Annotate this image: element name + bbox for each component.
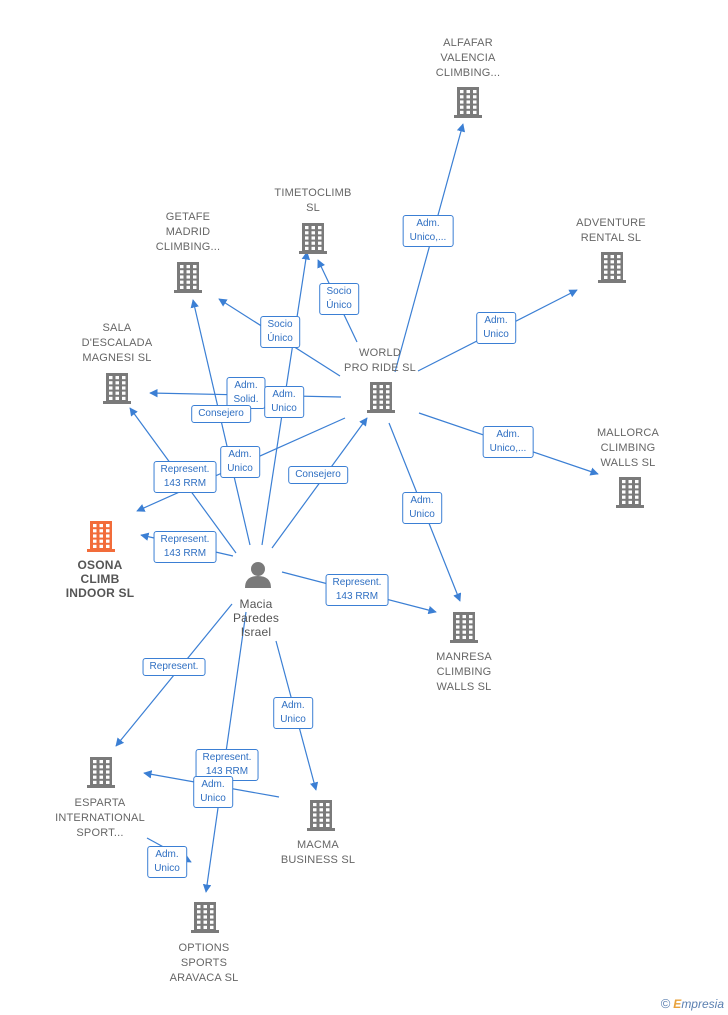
building-icon[interactable]	[191, 902, 219, 933]
person-icon[interactable]	[245, 562, 271, 588]
edge-label-macia-manresa[interactable]: Represent. 143 RRM	[325, 574, 389, 606]
building-icon[interactable]	[616, 477, 644, 508]
node-label-manresa[interactable]: MANRESA CLIMBING WALLS SL	[436, 651, 492, 693]
edge-label-macia-options[interactable]: Represent. 143 RRM	[195, 749, 259, 781]
node-label-options[interactable]: OPTIONS SPORTS ARAVACA SL	[169, 942, 239, 984]
edge-label-world-sala[interactable]: Adm. Solid.	[226, 377, 266, 409]
edge-label-esparta-options[interactable]: Adm. Unico	[147, 846, 187, 878]
brand-name: mpresia	[681, 997, 724, 1011]
building-icon[interactable]	[454, 87, 482, 118]
building-icon[interactable]	[367, 382, 395, 413]
edge-world-alfafar	[394, 123, 466, 373]
edge-label-world-osona[interactable]: Adm. Unico	[220, 446, 260, 478]
node-label-macma[interactable]: MACMA BUSINESS SL	[280, 839, 356, 866]
building-icon[interactable]	[450, 612, 478, 643]
node-label-mallorca[interactable]: MALLORCA CLIMBING WALLS SL	[596, 427, 660, 469]
edge-label-macma-esparta[interactable]: Adm. Unico	[193, 776, 233, 808]
node-label-getafe[interactable]: GETAFE MADRID CLIMBING...	[155, 211, 221, 253]
node-label-timeto[interactable]: TIMETOCLIMB SL	[274, 187, 352, 214]
building-icon[interactable]	[299, 223, 327, 254]
edge-label-macia-sala[interactable]: Represent. 143 RRM	[153, 461, 217, 493]
node-label-adventure[interactable]: ADVENTURE RENTAL SL	[576, 217, 646, 244]
edge-label-macia-getafe[interactable]: Consejero	[191, 405, 251, 423]
edge-label-macia-macma[interactable]: Adm. Unico	[273, 697, 313, 729]
copyright-icon: ©	[660, 996, 671, 1011]
building-icon[interactable]	[598, 252, 626, 283]
edge-label-world-manresa[interactable]: Adm. Unico	[402, 492, 442, 524]
edge-label-world-adventure[interactable]: Adm. Unico	[476, 312, 516, 344]
edge-label-macia-esparta[interactable]: Represent.	[142, 658, 206, 676]
node-label-osona[interactable]: OSONA CLIMB INDOOR SL	[65, 558, 135, 600]
node-label-world[interactable]: WORLD PRO RIDE SL	[344, 347, 416, 374]
edge-label-macia-world[interactable]: Consejero	[288, 466, 348, 484]
edge-label-macia-osona[interactable]: Represent. 143 RRM	[153, 531, 217, 563]
node-label-sala[interactable]: SALA D'ESCALADA MAGNESI SL	[81, 322, 153, 364]
edge-label-world-getafe[interactable]: Socio Único	[260, 316, 300, 348]
node-label-esparta[interactable]: ESPARTA INTERNATIONAL SPORT...	[55, 797, 145, 839]
brand-initial: E	[673, 997, 682, 1011]
building-icon[interactable]	[87, 757, 115, 788]
edge-label-macia-timeto[interactable]: Adm. Unico	[264, 386, 304, 418]
edge-label-world-alfafar[interactable]: Adm. Unico,...	[402, 215, 454, 247]
building-icon[interactable]	[87, 521, 115, 552]
building-icon[interactable]	[307, 800, 335, 831]
node-label-macia[interactable]: Macia Paredes Israel	[232, 597, 280, 639]
edge-label-world-timeto[interactable]: Socio Único	[319, 283, 359, 315]
node-label-alfafar[interactable]: ALFAFAR VALENCIA CLIMBING...	[435, 37, 501, 79]
empresia-credit[interactable]: ©Empresia	[661, 996, 724, 1011]
building-icon[interactable]	[174, 262, 202, 293]
edge-label-world-mallorca[interactable]: Adm. Unico,...	[482, 426, 534, 458]
building-icon[interactable]	[103, 373, 131, 404]
